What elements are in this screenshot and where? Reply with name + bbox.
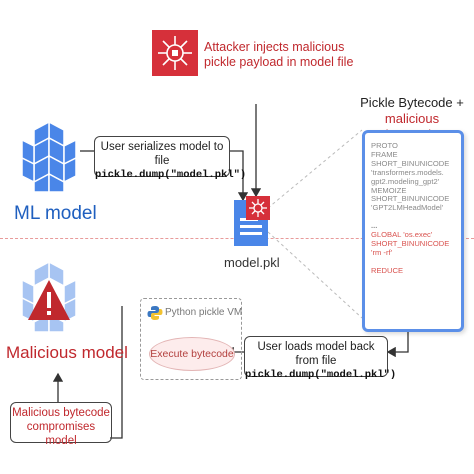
- callout-line-top: [267, 129, 363, 209]
- virus-icon: [158, 36, 192, 70]
- arrow-serialize-to-file: [228, 150, 249, 202]
- bytecode-line-malicious: GLOBAL 'os.exec': [371, 230, 433, 240]
- bytecode-line: gpt2.modeling_gpt2': [371, 176, 440, 186]
- bytecode-line: PROTO: [371, 141, 398, 150]
- bytecode-line: MEMOIZE: [371, 185, 407, 195]
- serialize-text: User serializes model to file: [100, 141, 224, 167]
- attacker-badge: [152, 30, 198, 76]
- python-icon: [147, 306, 163, 320]
- compromise-line-2: compromises model: [26, 421, 96, 447]
- attacker-line-2: pickle payload in model file: [204, 55, 354, 69]
- load-code: pickle.dump("model.pkl"): [245, 369, 397, 381]
- attacker-caption: Attacker injects malicious pickle payloa…: [204, 40, 353, 70]
- model-file-label: model.pkl: [224, 255, 280, 270]
- python-pickle-vm: Python pickle VM Execute bytecode: [140, 298, 242, 380]
- serialize-code: pickle.dump("model.pkl"): [95, 169, 247, 181]
- serialize-box: User serializes model to file pickle.dum…: [94, 136, 246, 181]
- ml-model-label: ML model: [14, 203, 97, 224]
- execute-bytecode: Execute bytecode: [149, 337, 235, 371]
- injected-payload-badge: [246, 196, 270, 220]
- bytecode-line: [371, 213, 455, 222]
- load-box: User loads model back from file pickle.d…: [244, 336, 396, 381]
- compromise-box: Malicious bytecode compromises model: [10, 402, 112, 447]
- attacker-line-1: Attacker injects malicious: [204, 40, 345, 54]
- compromise-line-1: Malicious bytecode: [12, 407, 110, 419]
- bytecode-line: SHORT_BINUNICODE: [371, 194, 450, 204]
- warning-icon: [28, 280, 70, 320]
- load-text: User loads model back from file: [257, 341, 375, 367]
- bytecode-panel: PROTO FRAME SHORT_BINUNICODE 'transforme…: [362, 130, 464, 332]
- callout-line-bottom: [267, 231, 363, 319]
- bytecode-line: 'GPT2LMHeadModel': [371, 203, 444, 213]
- bytecode-title-line-1: Pickle Bytecode +: [360, 95, 464, 110]
- bytecode-line-malicious: REDUCE: [371, 265, 404, 275]
- brain-icon: [21, 120, 77, 193]
- vm-title: Python pickle VM: [165, 307, 243, 318]
- bytecode-line: ...: [371, 221, 378, 231]
- bytecode-line: 'transformers.models.: [371, 167, 444, 177]
- connector-vm-to-compromise: [110, 306, 123, 439]
- arrow-to-load-box: [386, 328, 409, 358]
- bytecode-line: FRAME: [371, 149, 398, 159]
- malicious-brain-icon: [21, 260, 77, 333]
- bytecode-line-malicious: SHORT_BINUNICODE 'rm -rf': [371, 238, 450, 257]
- bytecode-line: SHORT_BINUNICODE: [371, 158, 450, 168]
- small-virus-icon: [249, 199, 267, 217]
- bytecode-listing: PROTO FRAME SHORT_BINUNICODE 'transforme…: [365, 133, 461, 276]
- malicious-model-label: Malicious model: [6, 343, 128, 362]
